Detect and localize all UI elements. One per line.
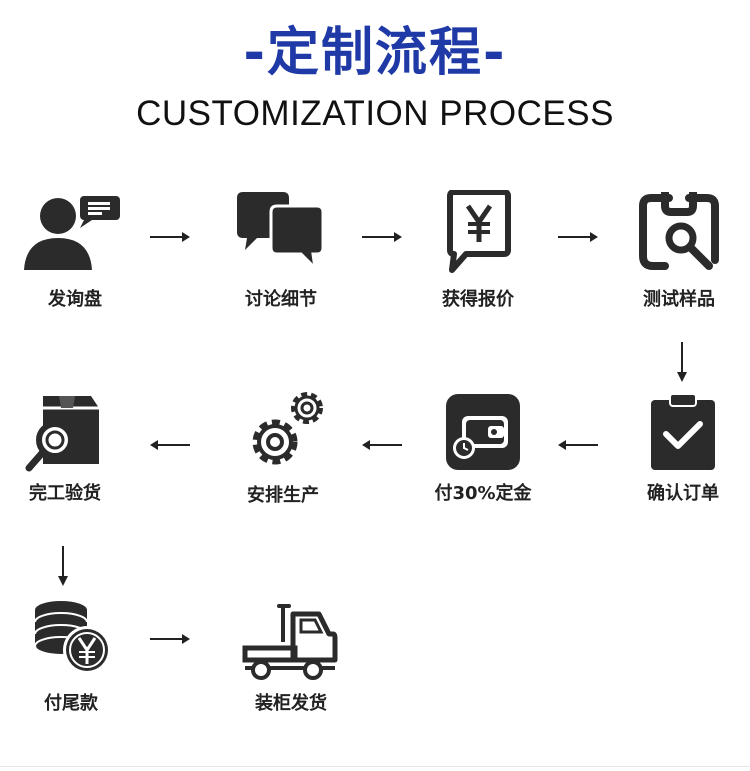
step-label: 付30%定金 — [434, 483, 532, 504]
step-label: 安排生产 — [247, 485, 319, 506]
arrow-right-icon — [150, 232, 190, 242]
step-send-inquiry: 发询盘 — [0, 190, 150, 312]
speech-bubbles-icon — [237, 192, 325, 273]
step-test-sample: 测试样品 — [604, 190, 750, 312]
step-label: 获得报价 — [442, 289, 514, 310]
step-label: 确认订单 — [647, 483, 719, 504]
clipboard-check-icon — [651, 393, 715, 470]
box-inspect-icon — [25, 396, 99, 472]
step-final-inspection: 完工验货 — [0, 392, 140, 506]
step-discuss-details: 讨论细节 — [206, 190, 356, 312]
arrow-right-icon — [362, 232, 402, 242]
step-label: 付尾款 — [44, 693, 98, 714]
step-get-quote: 获得报价 — [403, 190, 553, 312]
step-pay-balance: 付尾款 — [0, 598, 146, 716]
step-confirm-order: 确认订单 — [608, 392, 750, 506]
step-label: 测试样品 — [643, 289, 715, 310]
person-chat-icon — [24, 196, 120, 270]
yen-bubble-icon — [447, 190, 511, 273]
step-label: 讨论细节 — [245, 289, 317, 310]
step-pay-deposit: 付30%定金 — [408, 392, 558, 506]
coins-yen-icon — [34, 601, 111, 674]
step-label: 完工验货 — [29, 483, 101, 504]
arrow-down-icon — [677, 342, 687, 382]
step-arrange-production: 安排生产 — [208, 388, 358, 508]
arrow-down-icon — [58, 546, 68, 586]
step-label: 发询盘 — [48, 289, 102, 310]
arrow-left-icon — [558, 440, 598, 450]
truck-icon — [242, 604, 338, 680]
magnifier-board-icon — [639, 192, 719, 270]
arrow-left-icon — [150, 440, 190, 450]
arrow-right-icon — [150, 634, 190, 644]
arrow-left-icon — [362, 440, 402, 450]
wallet-clock-icon — [446, 394, 520, 470]
divider — [0, 766, 750, 767]
step-container-shipping: 装柜发货 — [216, 598, 366, 716]
page-title: -定制流程- — [243, 23, 507, 83]
step-label: 装柜发货 — [255, 693, 327, 714]
page-subtitle: CUSTOMIZATION PROCESS — [136, 94, 614, 133]
gears-icon — [252, 392, 323, 465]
arrow-right-icon — [558, 232, 598, 242]
